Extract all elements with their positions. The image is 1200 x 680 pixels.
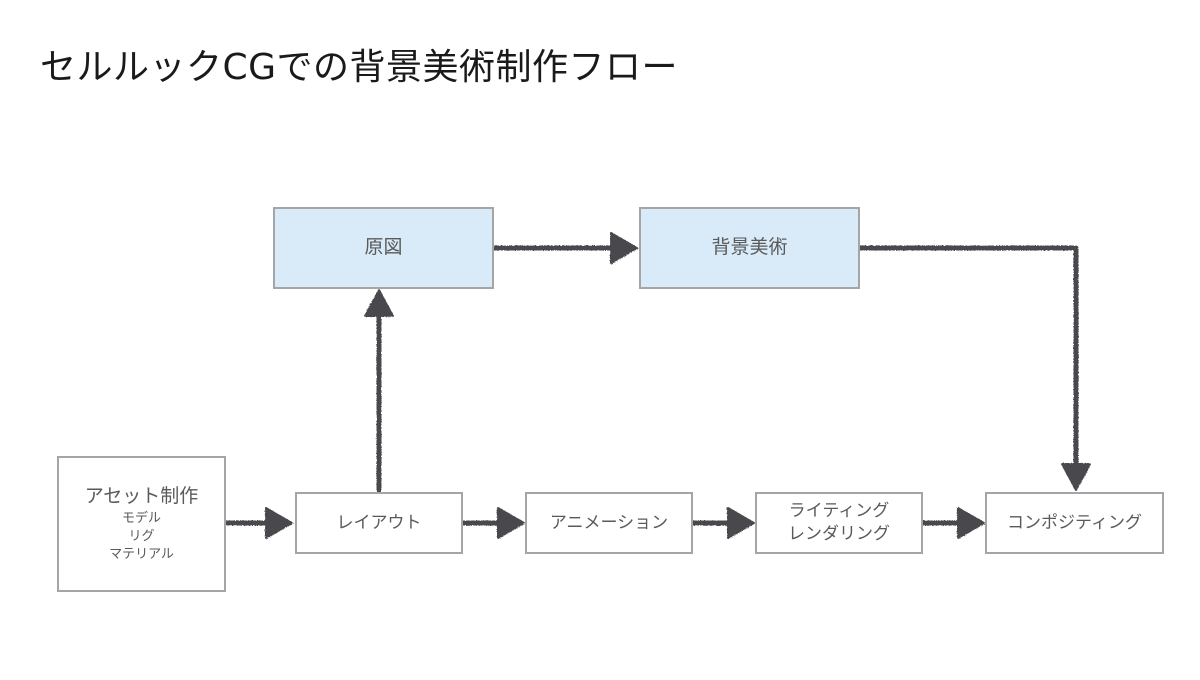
node-layout: レイアウト: [295, 492, 463, 554]
node-asset-item-material: マテリアル: [109, 546, 174, 562]
node-rendering-label: レンダリング: [788, 524, 890, 544]
node-asset-item-model: モデル: [121, 510, 161, 526]
node-asset-label: アセット制作: [84, 484, 199, 507]
arrowhead-animation: [497, 507, 525, 539]
page-title: セルルックCGでの背景美術制作フロー: [40, 47, 679, 88]
arrowhead-genzu: [364, 289, 394, 317]
node-genzu-label: 原図: [364, 236, 403, 259]
arrowhead-layout: [265, 507, 293, 539]
node-lighting-label: ライティング: [788, 501, 890, 522]
arrow-haikei-to-composite: [858, 245, 1079, 471]
arrowhead-composite-top: [1061, 463, 1091, 491]
node-haikei-bijutsu: 背景美術: [639, 207, 860, 289]
arrowhead-lighting: [727, 507, 755, 539]
node-asset-production: アセット制作 モデル リグ マテリアル: [57, 456, 226, 592]
arrowhead-haikei: [610, 232, 638, 264]
node-animation-label: アニメーション: [549, 512, 669, 533]
node-compositing-label: コンポジティング: [1007, 512, 1142, 533]
node-genzu: 原図: [273, 207, 494, 289]
node-layout-label: レイアウト: [336, 512, 422, 533]
node-haikei-label: 背景美術: [711, 236, 788, 259]
node-lighting-rendering: ライティング レンダリング: [755, 492, 923, 554]
node-asset-item-rig: リグ: [128, 528, 155, 544]
node-compositing: コンポジティング: [985, 492, 1164, 554]
arrowhead-composite-left: [957, 507, 985, 539]
node-animation: アニメーション: [525, 492, 693, 554]
